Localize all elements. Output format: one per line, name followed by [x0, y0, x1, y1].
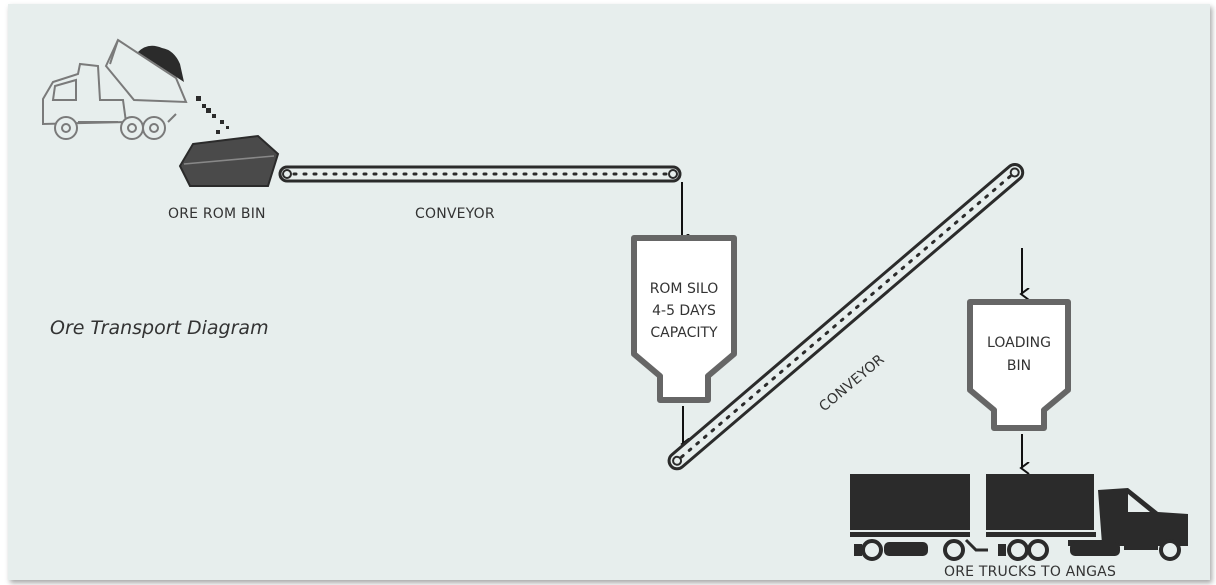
loading-bin-label-line1: LOADING — [987, 335, 1051, 351]
top-conveyor-label: CONVEYOR — [415, 206, 495, 222]
loading-bin-label-line2: BIN — [1007, 358, 1031, 374]
top-conveyor-icon — [280, 167, 680, 181]
diagram-title: Ore Transport Diagram — [50, 317, 269, 339]
incline-conveyor-label: CONVEYOR — [816, 351, 887, 415]
dump-truck-icon — [43, 40, 186, 139]
silo-label-line2: 4-5 DAYS — [652, 303, 716, 319]
diagram-canvas: Ore Transport Diagram ORE ROM BIN — [8, 4, 1210, 580]
trucks-label: ORE TRUCKS TO ANGAS — [944, 564, 1116, 580]
falling-ore-icon — [196, 96, 229, 134]
silo-icon — [634, 238, 734, 400]
road-train-icon — [850, 474, 1188, 559]
rom-bin-label: ORE ROM BIN — [168, 206, 266, 222]
silo-label-line1: ROM SILO — [650, 281, 719, 297]
silo-label-line3: CAPACITY — [650, 325, 718, 341]
ore-transport-diagram: Ore Transport Diagram ORE ROM BIN — [8, 4, 1210, 580]
ore-bin-icon — [180, 136, 278, 186]
